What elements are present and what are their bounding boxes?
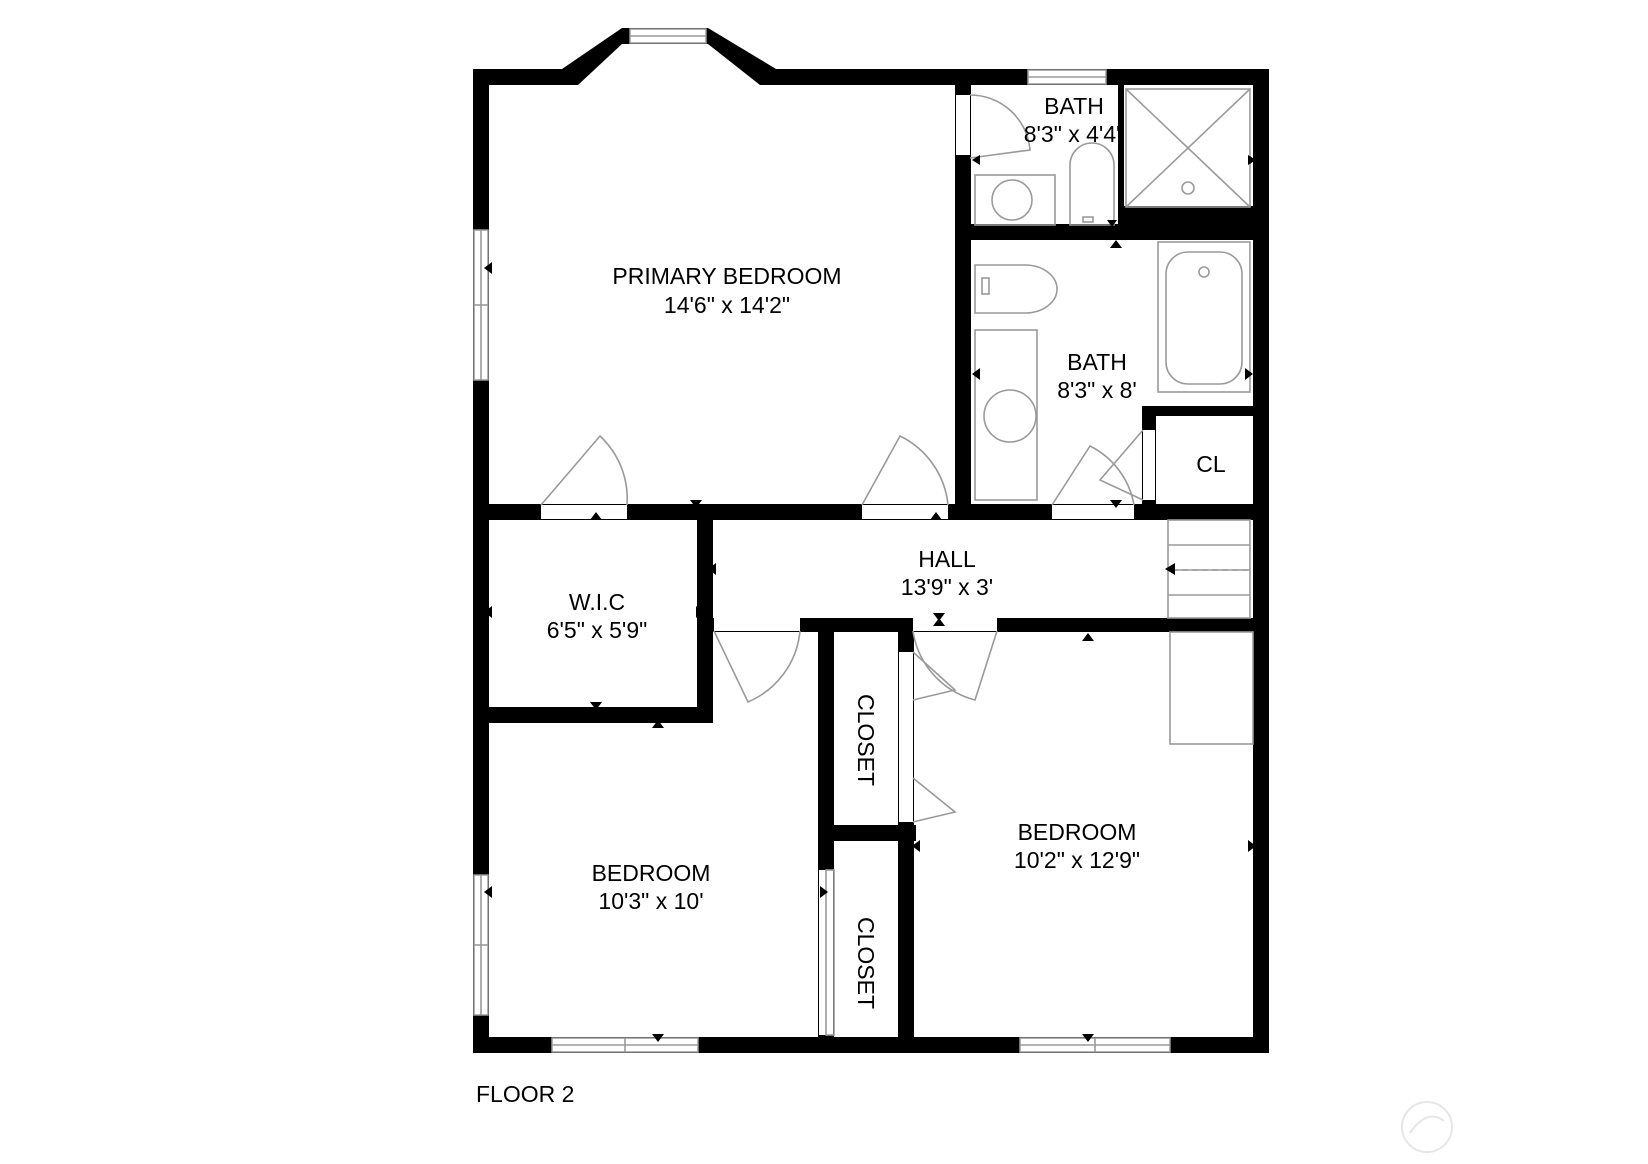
bedroom-right-size: 10'2" x 12'9" bbox=[1014, 847, 1140, 873]
cl-name: CL bbox=[1196, 451, 1226, 477]
bath-lower-size: 8'3" x 8' bbox=[1057, 377, 1137, 403]
measurement-markers bbox=[484, 155, 1256, 1042]
primary-bedroom-name: PRIMARY BEDROOM bbox=[612, 263, 841, 289]
fixtures bbox=[974, 88, 1254, 745]
bedroom-right-name: BEDROOM bbox=[1018, 819, 1137, 845]
windows bbox=[473, 28, 1171, 1053]
bath-upper-name: BATH bbox=[1044, 93, 1104, 119]
closet-upper-name: CLOSET bbox=[853, 694, 879, 786]
hall-name: HALL bbox=[918, 546, 976, 572]
watermark-logo bbox=[1401, 1101, 1453, 1153]
door-swings bbox=[540, 94, 1144, 1036]
wic-name: W.I.C bbox=[569, 589, 625, 615]
closet-lower-name: CLOSET bbox=[853, 917, 879, 1009]
primary-bedroom-size: 14'6" x 14'2" bbox=[664, 292, 790, 318]
bedroom-left-name: BEDROOM bbox=[592, 860, 711, 886]
bedroom-left-size: 10'3" x 10' bbox=[598, 888, 703, 914]
wic-size: 6'5" x 5'9" bbox=[547, 617, 648, 643]
hall-size: 13'9" x 3' bbox=[901, 574, 993, 600]
walls bbox=[473, 28, 1269, 1053]
bath-lower-name: BATH bbox=[1067, 349, 1127, 375]
floor-label: FLOOR 2 bbox=[476, 1081, 574, 1107]
room-labels: PRIMARY BEDROOM 14'6" x 14'2" BATH 8'3" … bbox=[547, 93, 1226, 1009]
bath-upper-size: 8'3" x 4'4" bbox=[1024, 121, 1125, 147]
